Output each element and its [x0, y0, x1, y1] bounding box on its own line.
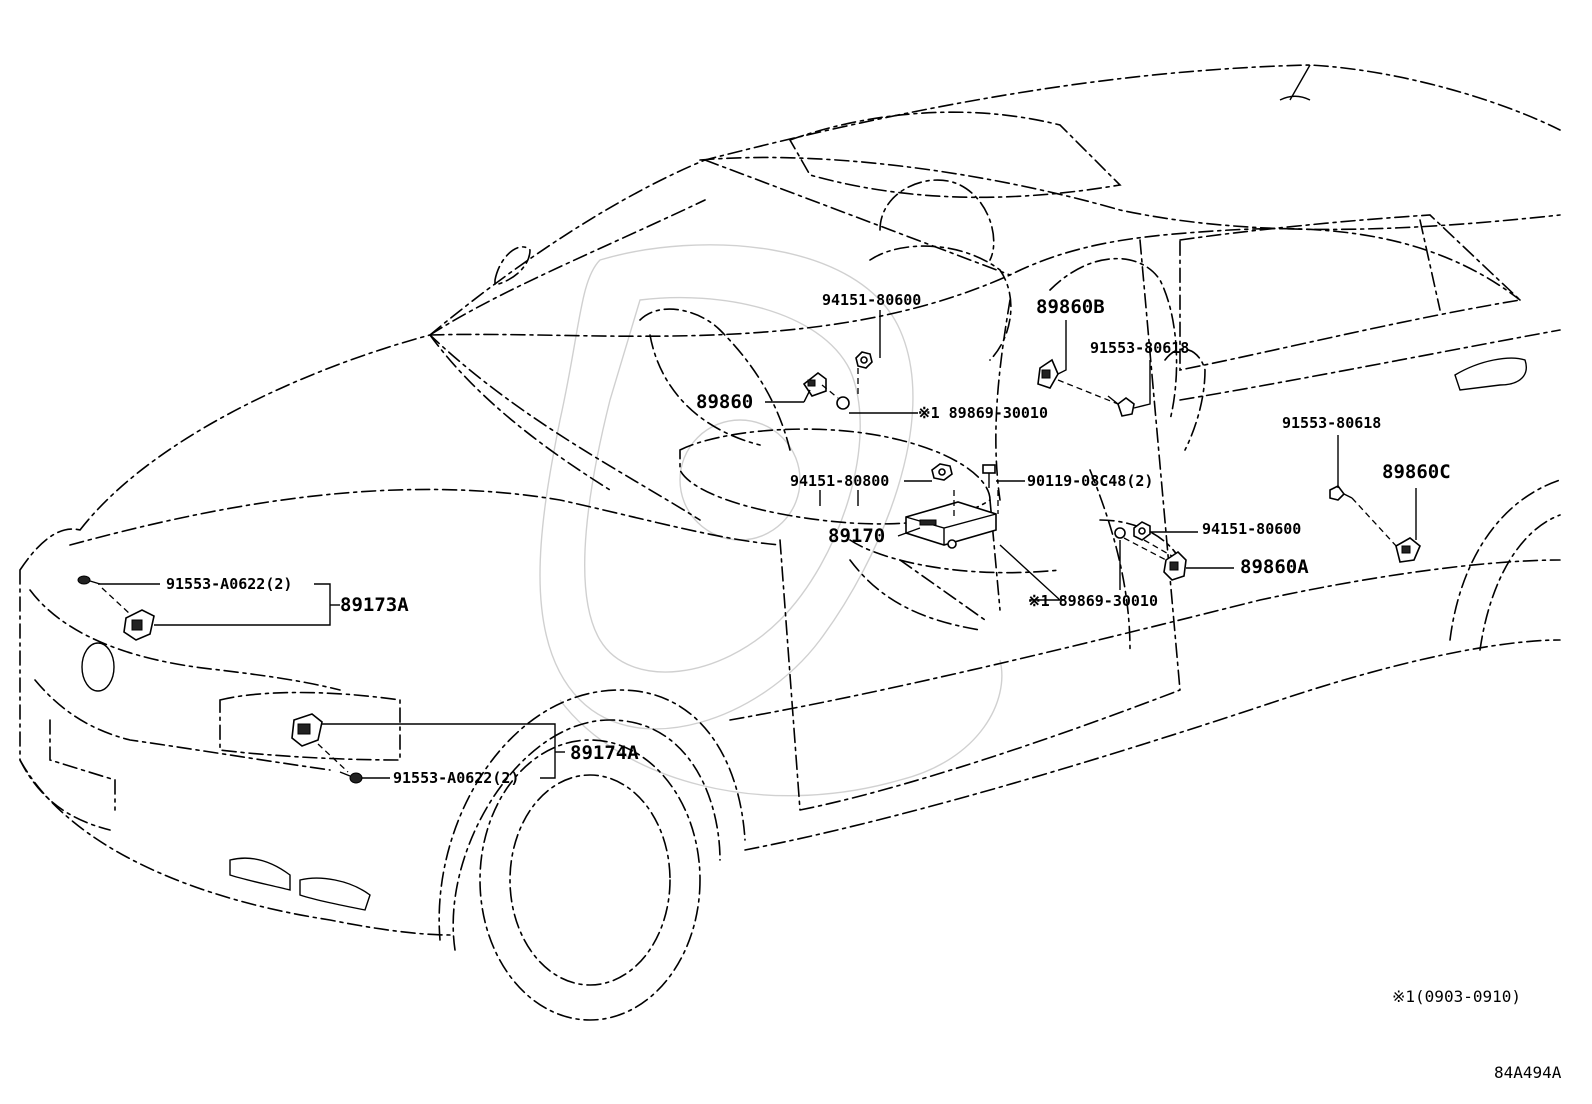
- label-89860C: 89860C: [1382, 461, 1451, 483]
- bolt-90119-08C48-icon: [982, 464, 996, 488]
- label-94151-80600-right: 94151-80600: [1202, 520, 1301, 538]
- label-89860A: 89860A: [1240, 556, 1309, 578]
- airbag-ecu-89170-icon: [905, 501, 997, 549]
- nut-89869-30010-bottom-icon: [1114, 527, 1126, 539]
- parts: [77, 351, 1421, 784]
- nut-94151-80800-icon: [931, 463, 953, 481]
- watermark-logo: [539, 244, 1003, 797]
- sensor-89860-icon: [802, 371, 827, 397]
- sensor-89860C-icon: [1395, 537, 1421, 563]
- leader-lines: [98, 310, 1417, 779]
- label-94151-80800: 94151-80800: [790, 472, 889, 490]
- label-89170: 89170: [828, 525, 885, 547]
- part-labels: 94151-80600 89860B 91553-80618 89860 ※1 …: [166, 291, 1451, 787]
- label-89869-30010-top: ※1 89869-30010: [918, 404, 1048, 422]
- bolt-91553-80618-top-icon: [1107, 395, 1135, 417]
- sensor-89860A-icon: [1163, 550, 1187, 581]
- nut-94151-80600-top-icon: [855, 351, 873, 369]
- bolt-91553-A0622-left-icon: [77, 575, 101, 585]
- label-91553-A0622-bottom: 91553-A0622(2): [393, 769, 519, 787]
- label-89869-30010-bottom: ※1 89869-30010: [1028, 592, 1158, 610]
- bolt-91553-A0622-bottom-icon: [339, 771, 363, 784]
- label-91553-80618-top: 91553-80618: [1090, 339, 1189, 357]
- label-91553-80618-right: 91553-80618: [1282, 414, 1381, 432]
- label-89860B: 89860B: [1036, 296, 1105, 318]
- label-89174A: 89174A: [570, 742, 639, 764]
- label-89173A: 89173A: [340, 594, 409, 616]
- label-90119-08C48: 90119-08C48(2): [1027, 472, 1153, 490]
- sensor-89174A-icon: [291, 713, 323, 747]
- bolt-91553-80618-right-icon: [1329, 484, 1353, 501]
- nut-89869-30010-top-icon: [836, 396, 850, 410]
- nut-94151-80600-right-icon: [1133, 521, 1151, 541]
- footnote: ※1(0903-0910): [1392, 987, 1521, 1006]
- sensor-89860B-icon: [1037, 358, 1059, 389]
- vehicle-outline: [19, 64, 1561, 1021]
- diagram-code: 84A494A: [1494, 1063, 1562, 1082]
- label-94151-80600-top: 94151-80600: [822, 291, 921, 309]
- sensor-89173A-icon: [123, 609, 155, 641]
- label-89860: 89860: [696, 391, 753, 413]
- label-91553-A0622-left: 91553-A0622(2): [166, 575, 292, 593]
